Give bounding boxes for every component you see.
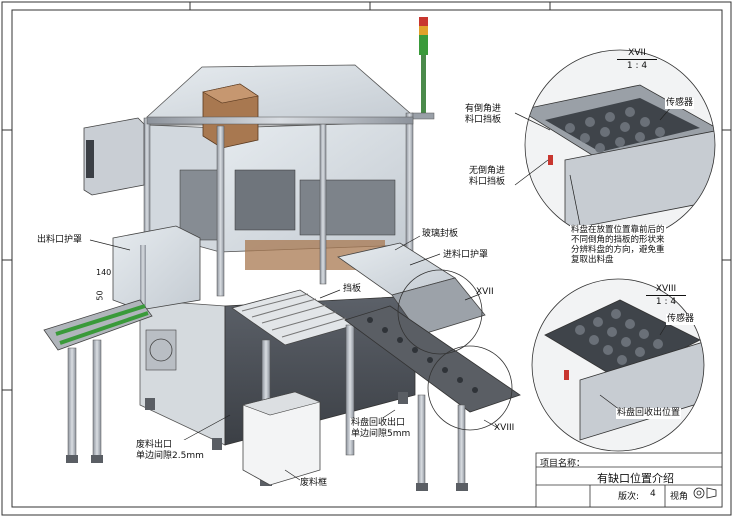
label-waste-outlet: 废料出口 单边间隙2.5mm [135, 440, 205, 462]
label-waste-bin: 废料框 [300, 478, 328, 488]
inlet-conveyor [337, 242, 521, 491]
callout-xviii-label: XVIII [494, 423, 515, 433]
note-line4: 复取出料盘 [571, 255, 614, 265]
note-tray-direction: 料盘在放置位置靠前后的 不同倒角的挡板的形状来 分辨料盘的方向，避免重 复取出料… [570, 225, 666, 265]
label-sensor-a: 传感器 [665, 98, 695, 109]
waste-bin [241, 391, 321, 486]
title-block [535, 452, 723, 508]
callout-circle-xviii [427, 345, 513, 431]
detail-view-xvii [525, 50, 715, 240]
label-chamfer-inlet-line2: 料口挡板 [465, 115, 502, 125]
callout-xvii-label: XVII [476, 287, 494, 297]
project-title: 有缺口位置介绍 [597, 472, 674, 485]
label-tray-return-position: 料盘回收出位置 [616, 408, 682, 419]
label-waste-outlet-line1: 废料出口 [136, 440, 173, 450]
label-baffle: 挡板 [342, 284, 363, 295]
dim-50: 50 [95, 290, 105, 301]
label-outlet-guard: 出料口护罩 [36, 235, 84, 246]
version-label: 版次: [618, 492, 640, 502]
label-no-chamfer-line1: 无倒角进 [469, 166, 506, 176]
detail-b-id: XVIII [646, 284, 686, 296]
outlet-guard-box [112, 225, 201, 311]
label-chamfer-inlet: 有倒角进 料口挡板 [464, 104, 503, 126]
label-glass-cover: 玻璃封板 [422, 229, 459, 239]
note-line2: 不同倒角的挡板的形状来 [571, 235, 665, 245]
label-tray-return-line2: 单边间隙5mm [351, 429, 411, 439]
signal-tower [411, 17, 435, 120]
output-conveyor [43, 299, 153, 463]
label-tray-return-line1: 料盘回收出口 [351, 418, 406, 428]
callout-circle-xvii [397, 269, 483, 355]
view-label: 视角 [670, 492, 689, 502]
label-chamfer-inlet-line1: 有倒角进 [465, 104, 502, 114]
label-no-chamfer-line2: 料口挡板 [469, 177, 506, 187]
label-tray-return-outlet: 料盘回收出口 单边间隙5mm [350, 418, 412, 440]
label-no-chamfer-inlet: 无倒角进 料口挡板 [468, 166, 507, 188]
label-sensor-b: 传感器 [666, 314, 696, 325]
view-symbol-icon [693, 487, 717, 499]
detail-b-scale: 1 : 4 [655, 297, 677, 307]
dim-140: 140 [96, 268, 112, 277]
version-value: 4 [650, 489, 656, 499]
project-label: 项目名称： [540, 459, 586, 469]
label-inlet-guard: 进料口护罩 [443, 250, 489, 260]
detail-a-scale: 1 : 4 [626, 61, 648, 71]
note-line1: 料盘在放置位置靠前后的 [571, 225, 665, 235]
label-waste-outlet-line2: 单边间隙2.5mm [136, 451, 204, 461]
detail-view-xviii [532, 279, 704, 451]
detail-a-id: XVII [617, 48, 657, 60]
note-line3: 分辨料盘的方向，避免重 [571, 245, 665, 255]
